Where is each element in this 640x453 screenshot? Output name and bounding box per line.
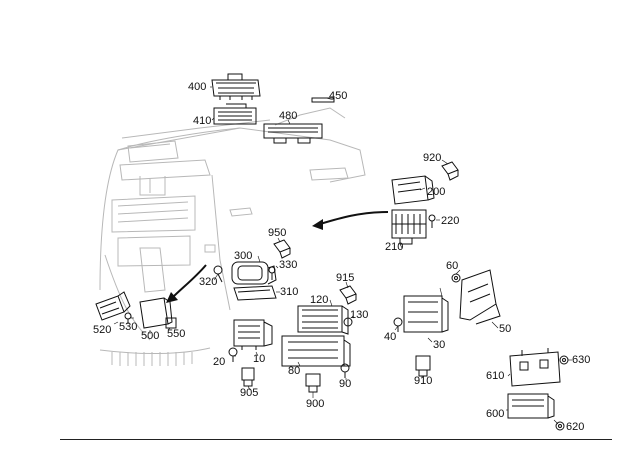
part-610-bracket [509,348,561,387]
part-630-nut [559,355,569,365]
part-910-plug [415,355,431,377]
callout-200: 200 [427,186,446,198]
callout-410: 410 [193,115,212,127]
callout-500: 500 [141,330,160,342]
arrows [171,211,389,299]
arrowhead-left [312,219,323,230]
part-90-screw [340,363,350,378]
callout-90: 90 [339,378,352,390]
arrowhead-down [166,292,178,303]
callout-905: 905 [240,387,259,399]
callout-60: 60 [446,260,459,272]
callout-320: 320 [199,276,218,288]
callout-910: 910 [414,375,433,387]
part-220-bolt [428,214,436,228]
part-520-module [95,291,131,321]
callout-550: 550 [167,328,186,340]
callout-220: 220 [441,215,460,227]
callout-530: 530 [119,321,138,333]
part-80-control-unit [281,335,351,367]
callout-600: 600 [486,408,505,420]
callout-480: 480 [279,110,298,122]
callout-620: 620 [566,421,585,433]
callout-20: 20 [213,356,226,368]
part-330-bolt [268,266,276,280]
part-50-bracket [459,269,501,325]
callout-520: 520 [93,324,112,336]
part-410-control-unit [213,103,257,125]
callout-40: 40 [384,331,397,343]
part-300-module [231,261,277,285]
dashboard-outline [99,107,366,366]
callout-610: 610 [486,370,505,382]
callout-130: 130 [350,309,369,321]
part-20-screw [228,347,238,362]
callout-300: 300 [234,250,253,262]
callout-10: 10 [253,353,266,365]
callout-915: 915 [336,272,355,284]
part-530-screw [124,312,132,324]
callout-920: 920 [423,152,442,164]
part-915-plug [339,285,357,305]
part-310-bracket [233,285,277,301]
callout-50: 50 [499,323,512,335]
part-600-control-unit [507,393,555,419]
part-200-control-unit [391,175,435,205]
part-30-control-unit [403,295,449,333]
part-480-display-panel [263,123,323,144]
part-620-nut [555,421,565,431]
part-210-fuse-box [391,209,427,245]
callout-450: 450 [329,90,348,102]
part-905-plug [241,367,255,387]
callout-210: 210 [385,241,404,253]
callout-310: 310 [280,286,299,298]
part-130-nut [343,317,353,332]
part-120-radio-unit [297,305,349,335]
callout-330: 330 [279,259,298,271]
callout-630: 630 [572,354,591,366]
part-550-label [165,317,177,329]
part-900-plug [305,373,321,393]
part-60-nut [451,273,461,283]
part-10-control-unit [233,319,273,350]
leader-lines [113,86,572,425]
bottom-rule [60,439,612,440]
callout-950: 950 [268,227,287,239]
callout-30: 30 [433,339,446,351]
part-950-plug [273,239,291,259]
part-500-module [139,297,173,329]
callout-120: 120 [310,294,329,306]
callout-80: 80 [288,365,301,377]
part-400-switch-panel [211,73,261,100]
callout-400: 400 [188,81,207,93]
part-920-plug [441,161,459,181]
callout-900: 900 [306,398,325,410]
